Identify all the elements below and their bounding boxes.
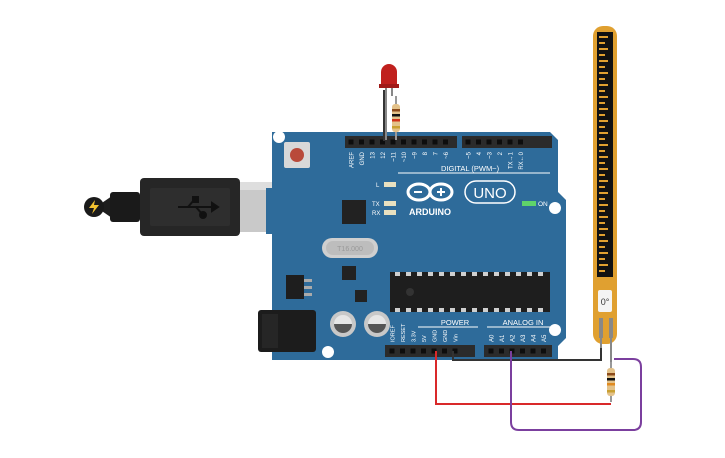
analog-pin-labels: A0 A1 A2 A3 A4 A5 (490, 334, 549, 342)
analog-header[interactable] (484, 345, 552, 357)
small-ic (342, 266, 356, 280)
digital-pin-label: 12 (381, 151, 387, 158)
digital-pin-hole[interactable] (348, 139, 354, 145)
capacitors (330, 311, 390, 337)
power-pin-hole[interactable] (452, 348, 458, 354)
power-pin-label: 3.3V (412, 330, 418, 342)
analog-pin-hole[interactable] (499, 348, 504, 354)
digital-pwm-label: DIGITAL (PWM~) (441, 164, 500, 173)
power-pin-label: GND (433, 330, 439, 342)
digital-pin-label: TX→1 (509, 151, 515, 169)
digital-pin-hole[interactable] (411, 139, 417, 145)
status-leds: L TX RX ON (372, 182, 548, 217)
digital-pin-hole[interactable] (432, 139, 438, 145)
digital-header[interactable] (345, 136, 552, 148)
ground-wire[interactable] (452, 348, 602, 361)
digital-pin-label: ~3 (488, 151, 494, 159)
power-pin-labels: IOREF RESET 3.3V 5V GND GND Vin (391, 323, 460, 342)
power-pin-label: 5V (422, 335, 428, 342)
power-jack[interactable] (258, 310, 316, 352)
digital-pin-label: AREF (350, 152, 356, 168)
arduino-logo: ARDUINO UNO (406, 180, 516, 217)
digital-pin-label: ~10 (402, 151, 408, 162)
analog-pin-label: A1 (500, 334, 506, 342)
digital-pin-hole[interactable] (476, 139, 481, 145)
power-pin-label: Vin (454, 334, 460, 342)
flex-angle-label: 0° (601, 297, 610, 307)
power-pin-hole[interactable] (389, 348, 395, 354)
analog-pin-hole[interactable] (488, 348, 494, 354)
led-tx-label: TX (372, 202, 380, 208)
digital-pin-hole[interactable] (518, 139, 523, 145)
led-rx-label: RX (372, 211, 380, 217)
reset-button[interactable] (284, 142, 310, 168)
usb-symbol-icon (178, 196, 220, 219)
digital-pin-hole[interactable] (390, 139, 396, 145)
arduino-board[interactable]: AREF GND 13 12 ~11 ~10 ~9 8 7 ~6 ~5 4 ~3 2 TX→1 RX←0 DI… (258, 131, 566, 360)
power-section-label: POWER (441, 318, 470, 327)
digital-pin-label: ~11 (392, 151, 398, 161)
atmega-chip (390, 272, 550, 312)
analog-pin-label: A2 (511, 334, 517, 342)
analog-pin-label: A0 (490, 334, 496, 342)
digital-pin-label: 4 (477, 151, 483, 155)
digital-pin-labels: AREF GND 13 12 ~11 ~10 ~9 8 7 ~6 ~5 4 ~3 2 TX→1 RX←0 (350, 151, 526, 169)
power-pin-hole[interactable] (442, 348, 447, 354)
digital-pin-label: GND (360, 151, 366, 165)
analog-section-label: ANALOG IN (503, 318, 544, 327)
analog-pin-hole[interactable] (541, 348, 546, 354)
red-led[interactable] (379, 64, 399, 140)
digital-pin-hole[interactable] (369, 139, 375, 145)
digital-pin-label: 2 (498, 151, 504, 155)
crystal-oscillator: T16.000 (322, 238, 378, 258)
analog-pin-label: A4 (532, 334, 538, 342)
usb-chip (342, 200, 366, 224)
digital-pin-hole[interactable] (486, 139, 492, 145)
small-transistor (355, 290, 367, 302)
digital-pin-hole[interactable] (465, 139, 471, 145)
digital-pin-hole[interactable] (497, 139, 502, 145)
analog-pin-hole[interactable] (530, 348, 536, 354)
lightning-icon (84, 197, 104, 217)
svg-text:T16.000: T16.000 (337, 246, 363, 253)
digital-pin-label: 13 (371, 151, 377, 158)
digital-pin-hole[interactable] (359, 139, 364, 145)
digital-pin-label: RX←0 (519, 151, 525, 169)
sensor-resistor[interactable] (607, 362, 615, 402)
digital-pin-label: ~6 (444, 151, 450, 159)
power-pin-hole[interactable] (400, 348, 405, 354)
power-header[interactable] (385, 345, 475, 357)
power-on-label: ON (538, 201, 548, 208)
digital-pin-hole[interactable] (507, 139, 513, 145)
analog-pin-hole[interactable] (520, 348, 525, 354)
analog-pin-label: A3 (521, 334, 527, 342)
signal-a1-wire[interactable] (510, 351, 642, 431)
power-5v-wire[interactable] (435, 351, 611, 405)
power-pin-label: RESET (401, 323, 407, 342)
power-pin-label: IOREF (391, 325, 397, 342)
digital-pin-label: ~5 (467, 151, 473, 159)
digital-pin-label: 7 (434, 151, 440, 155)
digital-pin-hole[interactable] (422, 139, 427, 145)
flex-sensor[interactable]: 0° (593, 26, 617, 344)
power-pin-label: GND (443, 330, 449, 342)
arduino-brand-text: ARDUINO (409, 207, 451, 217)
analog-pin-label: A5 (542, 334, 548, 342)
power-pin-hole[interactable] (431, 348, 437, 354)
power-pin-hole[interactable] (410, 348, 416, 354)
power-pin-hole[interactable] (421, 348, 426, 354)
digital-pin-label: 8 (423, 151, 429, 155)
digital-pin-hole[interactable] (401, 139, 406, 145)
led-l-label: L (376, 183, 380, 189)
led-resistor[interactable] (392, 96, 400, 140)
digital-pin-label: ~9 (413, 151, 419, 159)
digital-pin-hole[interactable] (380, 139, 385, 145)
voltage-regulator (286, 275, 312, 299)
uno-model-text: UNO (473, 185, 506, 202)
digital-pin-hole[interactable] (443, 139, 448, 145)
